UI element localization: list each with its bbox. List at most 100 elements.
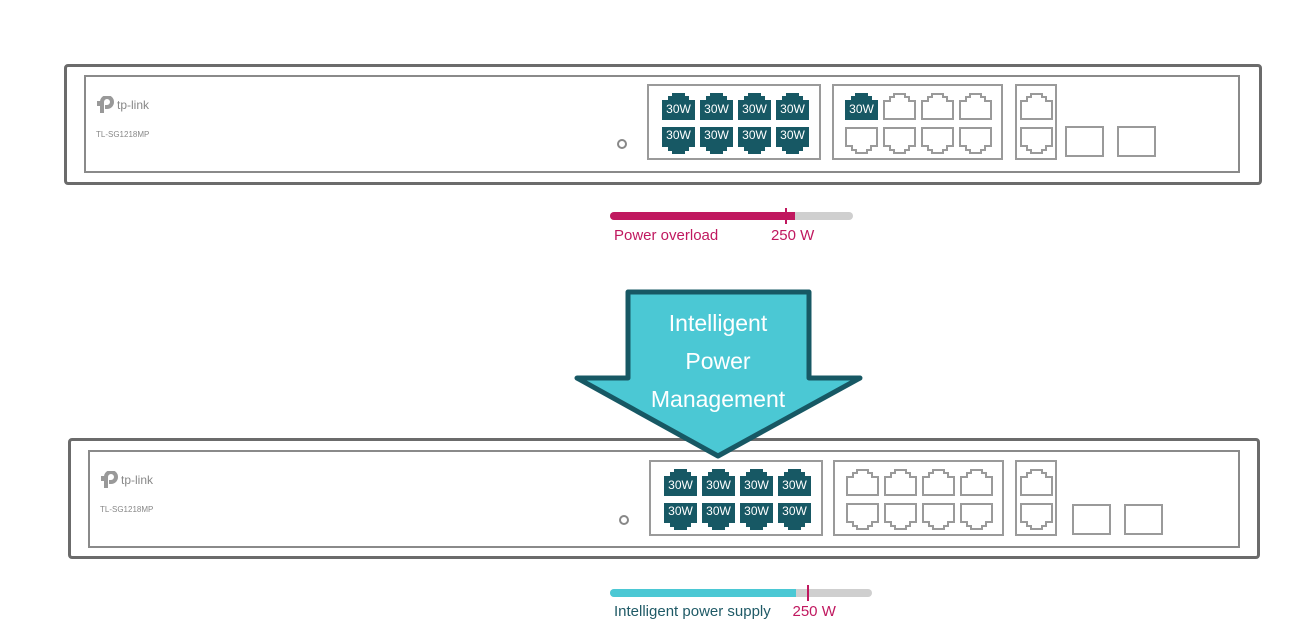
tp-link-logo: tp-link xyxy=(96,96,149,114)
port-wattage-label: 30W xyxy=(742,102,767,116)
logo-text: tp-link xyxy=(117,98,150,112)
switch-front-panel xyxy=(88,450,1240,548)
ethernet-port xyxy=(1019,468,1054,497)
rj45-port-icon xyxy=(960,469,993,496)
port-wattage-label: 30W xyxy=(668,504,693,518)
rj45-port-icon xyxy=(922,503,955,530)
switch-front-panel xyxy=(84,75,1240,173)
arrow-label: Intelligent Power Management xyxy=(618,304,818,418)
power-limit-marker xyxy=(784,208,787,224)
tp-link-logo: tp-link xyxy=(100,471,153,489)
rj45-port-icon xyxy=(664,469,697,496)
rj45-port-icon xyxy=(662,93,695,120)
port-wattage-label: 30W xyxy=(706,504,731,518)
poe-port: 30W xyxy=(663,502,698,531)
ethernet-port xyxy=(1019,126,1054,155)
ethernet-port xyxy=(920,126,955,155)
sfp-slot xyxy=(1124,504,1163,535)
port-wattage-label: 30W xyxy=(668,478,693,492)
power-bar xyxy=(610,212,853,220)
poe-port: 30W xyxy=(701,468,736,497)
switch-chassis xyxy=(68,438,1260,559)
rj45-port-icon xyxy=(845,93,878,120)
poe-port: 30W xyxy=(737,126,772,155)
rj45-port-icon xyxy=(884,503,917,530)
port-wattage-label: 30W xyxy=(666,102,691,116)
port-wattage-label: 30W xyxy=(849,102,874,116)
rj45-port-icon xyxy=(884,469,917,496)
ethernet-port xyxy=(958,126,993,155)
port-wattage-label: 30W xyxy=(780,128,805,142)
poe-port: 30W xyxy=(663,468,698,497)
model-label: TL-SG1218MP xyxy=(100,505,154,514)
power-led xyxy=(617,139,627,149)
poe-port: 30W xyxy=(739,468,774,497)
ethernet-port xyxy=(921,502,956,531)
ethernet-port xyxy=(959,468,994,497)
ethernet-port xyxy=(883,502,918,531)
port-wattage-label: 30W xyxy=(704,102,729,116)
ethernet-port xyxy=(959,502,994,531)
sfp-slot xyxy=(1072,504,1111,535)
poe-port: 30W xyxy=(661,126,696,155)
rj45-port-icon xyxy=(846,469,879,496)
ethernet-port xyxy=(844,126,879,155)
rj45-port-icon xyxy=(778,469,811,496)
ethernet-port xyxy=(882,92,917,121)
rj45-port-icon xyxy=(883,127,916,154)
rj45-port-icon xyxy=(664,503,697,530)
power-bar-fill xyxy=(610,212,795,220)
poe-port: 30W xyxy=(777,468,812,497)
poe-port: 30W xyxy=(699,92,734,121)
power-limit-label: 250 W xyxy=(770,227,815,244)
rj45-port-icon xyxy=(960,503,993,530)
rj45-port-icon xyxy=(959,93,992,120)
rj45-port-icon xyxy=(1020,93,1053,120)
ethernet-port xyxy=(958,92,993,121)
power-bar xyxy=(610,589,872,597)
ethernet-port xyxy=(921,468,956,497)
rj45-port-icon xyxy=(846,503,879,530)
rj45-port-icon xyxy=(700,93,733,120)
poe-port: 30W xyxy=(661,92,696,121)
tp-link-logo-icon xyxy=(97,96,114,113)
port-group-3 xyxy=(1015,460,1057,536)
port-wattage-label: 30W xyxy=(742,128,767,142)
ethernet-port xyxy=(845,468,880,497)
sfp-slot xyxy=(1117,126,1156,157)
rj45-port-icon xyxy=(738,127,771,154)
port-group-1: 30W 30W 30W 30W 30W 30W 30W 30W xyxy=(647,84,821,160)
rj45-port-icon xyxy=(922,469,955,496)
ethernet-port xyxy=(883,468,918,497)
power-bar-fill xyxy=(610,589,797,597)
port-wattage-label: 30W xyxy=(666,128,691,142)
tp-link-logo-icon xyxy=(101,471,118,488)
port-group-2 xyxy=(833,460,1004,536)
poe-port: 30W xyxy=(701,502,736,531)
ethernet-port xyxy=(845,502,880,531)
power-limit-label: 250 W xyxy=(792,603,836,620)
rj45-port-icon xyxy=(776,127,809,154)
port-wattage-label: 30W xyxy=(706,478,731,492)
poe-port: 30W xyxy=(737,92,772,121)
ethernet-port xyxy=(1019,92,1054,121)
rj45-port-icon xyxy=(845,127,878,154)
port-wattage-label: 30W xyxy=(704,128,729,142)
poe-port: 30W xyxy=(739,502,774,531)
ethernet-port xyxy=(882,126,917,155)
rj45-port-icon xyxy=(662,127,695,154)
power-limit-marker xyxy=(806,585,809,601)
power-led xyxy=(619,515,629,525)
rj45-port-icon xyxy=(778,503,811,530)
poe-port: 30W xyxy=(775,92,810,121)
rj45-port-icon xyxy=(702,503,735,530)
rj45-port-icon xyxy=(1020,503,1053,530)
port-group-2: 30W xyxy=(832,84,1003,160)
rj45-port-icon xyxy=(1020,469,1053,496)
port-wattage-label: 30W xyxy=(782,504,807,518)
rj45-port-icon xyxy=(740,503,773,530)
switch-chassis xyxy=(64,64,1262,185)
arrow-line-1: Intelligent xyxy=(668,310,768,336)
rj45-port-icon xyxy=(921,93,954,120)
